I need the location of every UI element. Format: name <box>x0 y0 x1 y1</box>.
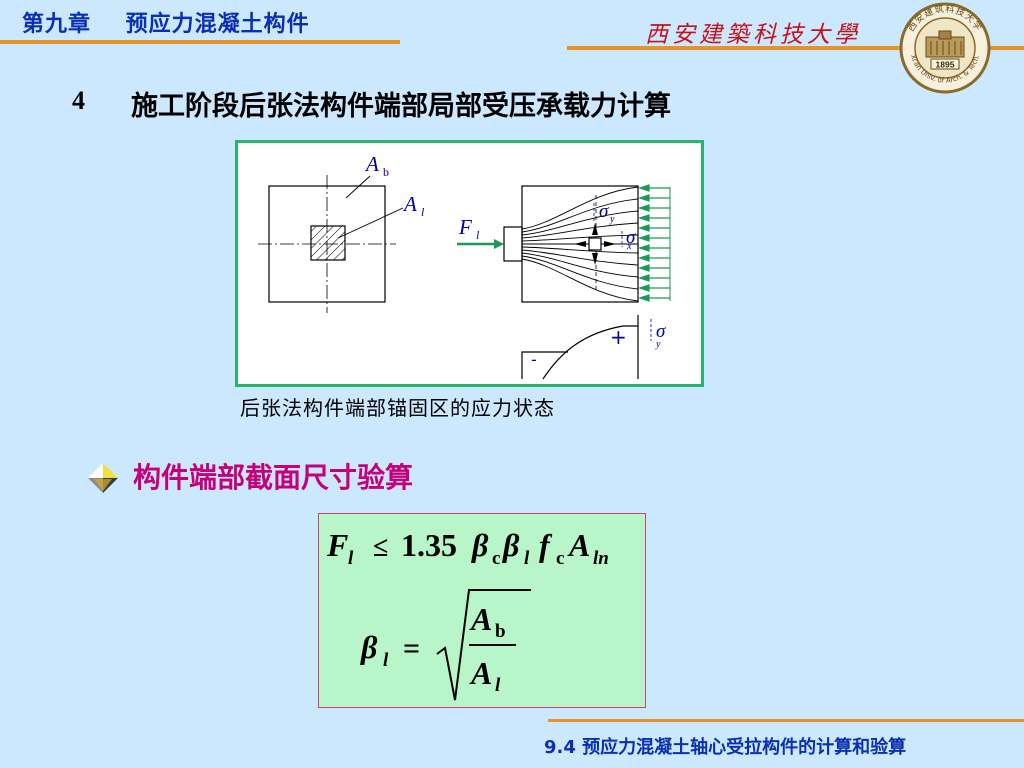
section-number: 4 <box>72 86 85 115</box>
svg-text:=: = <box>403 632 420 665</box>
label-fl-sub: l <box>476 228 480 242</box>
header-divider-left <box>0 40 400 44</box>
header-divider-right <box>567 46 1024 50</box>
svg-text:l: l <box>348 548 354 569</box>
sigma-y-label: σ y <box>593 201 615 225</box>
svg-text:σ: σ <box>599 201 609 222</box>
seal-year: 1895 <box>936 60 955 70</box>
label-ab-sub: b <box>383 165 389 179</box>
svg-text:β: β <box>502 527 520 563</box>
label-ab: A <box>364 152 379 176</box>
end-stress-arrows <box>638 184 671 302</box>
anchorage-stress-diagram: A b A l F l <box>258 152 671 380</box>
plus-sign: + <box>610 325 627 349</box>
formula-beta-l: β l = A b A l <box>360 589 531 701</box>
university-seal-icon: 1895 西安建筑科技大学 Xi'an Univ. of Arch. & Tec… <box>899 2 991 94</box>
diamond-bullet-icon <box>88 463 118 493</box>
cross-section-view <box>258 175 404 313</box>
formula-svg: F l ≤ 1.35 β c β l f c A ln β l = A b A … <box>326 527 609 701</box>
svg-text:≤: ≤ <box>373 532 388 563</box>
force-arrow <box>457 239 504 249</box>
svg-text:ln: ln <box>593 548 609 569</box>
anchorage-stress-figure: A b A l F l <box>235 140 704 387</box>
element-stress-arrows <box>574 223 616 265</box>
label-al-sub: l <box>421 205 425 219</box>
stress-distribution-curve <box>521 315 639 380</box>
svg-text:A: A <box>567 527 590 563</box>
svg-text:y: y <box>655 339 661 350</box>
svg-text:y: y <box>609 214 615 225</box>
formula-bearing-check: F l ≤ 1.35 β c β l f c A ln <box>326 527 609 569</box>
svg-text:b: b <box>495 621 506 642</box>
footer-divider <box>548 719 1024 722</box>
svg-text:l: l <box>524 548 530 569</box>
member-elevation <box>503 185 639 303</box>
svg-text:A: A <box>469 655 492 691</box>
svg-text:σ: σ <box>656 321 666 342</box>
sigma-y2-label: σ y <box>650 319 666 350</box>
svg-text:l: l <box>495 675 501 696</box>
svg-text:β: β <box>471 527 489 563</box>
figure-caption: 后张法构件端部锚固区的应力状态 <box>240 396 555 420</box>
svg-text:β: β <box>360 629 378 665</box>
label-al: A <box>402 192 417 216</box>
university-name: 西安建築科技大學 <box>645 22 861 48</box>
svg-text:l: l <box>383 650 389 671</box>
bullet-heading: 构件端部截面尺寸验算 <box>133 461 414 494</box>
svg-text:A: A <box>469 601 492 637</box>
minus-sign: - <box>531 350 537 369</box>
chapter-title: 第九章 预应力混凝土构件 <box>22 12 310 37</box>
svg-text:σ: σ <box>626 227 636 248</box>
svg-text:f: f <box>539 527 553 563</box>
section-title: 施工阶段后张法构件端部局部受压承载力计算 <box>131 91 671 122</box>
label-fl: F <box>458 215 472 239</box>
svg-text:1.35: 1.35 <box>401 527 457 563</box>
svg-text:c: c <box>556 548 564 569</box>
sigma-x-label: σ x <box>621 227 636 252</box>
svg-text:F: F <box>326 527 348 563</box>
formula-box: F l ≤ 1.35 β c β l f c A ln β l = A b A … <box>318 513 646 708</box>
svg-text:c: c <box>492 548 500 569</box>
footer-section-title: 9.4 预应力混凝土轴心受拉构件的计算和验算 <box>544 737 907 758</box>
svg-text:x: x <box>626 241 632 252</box>
